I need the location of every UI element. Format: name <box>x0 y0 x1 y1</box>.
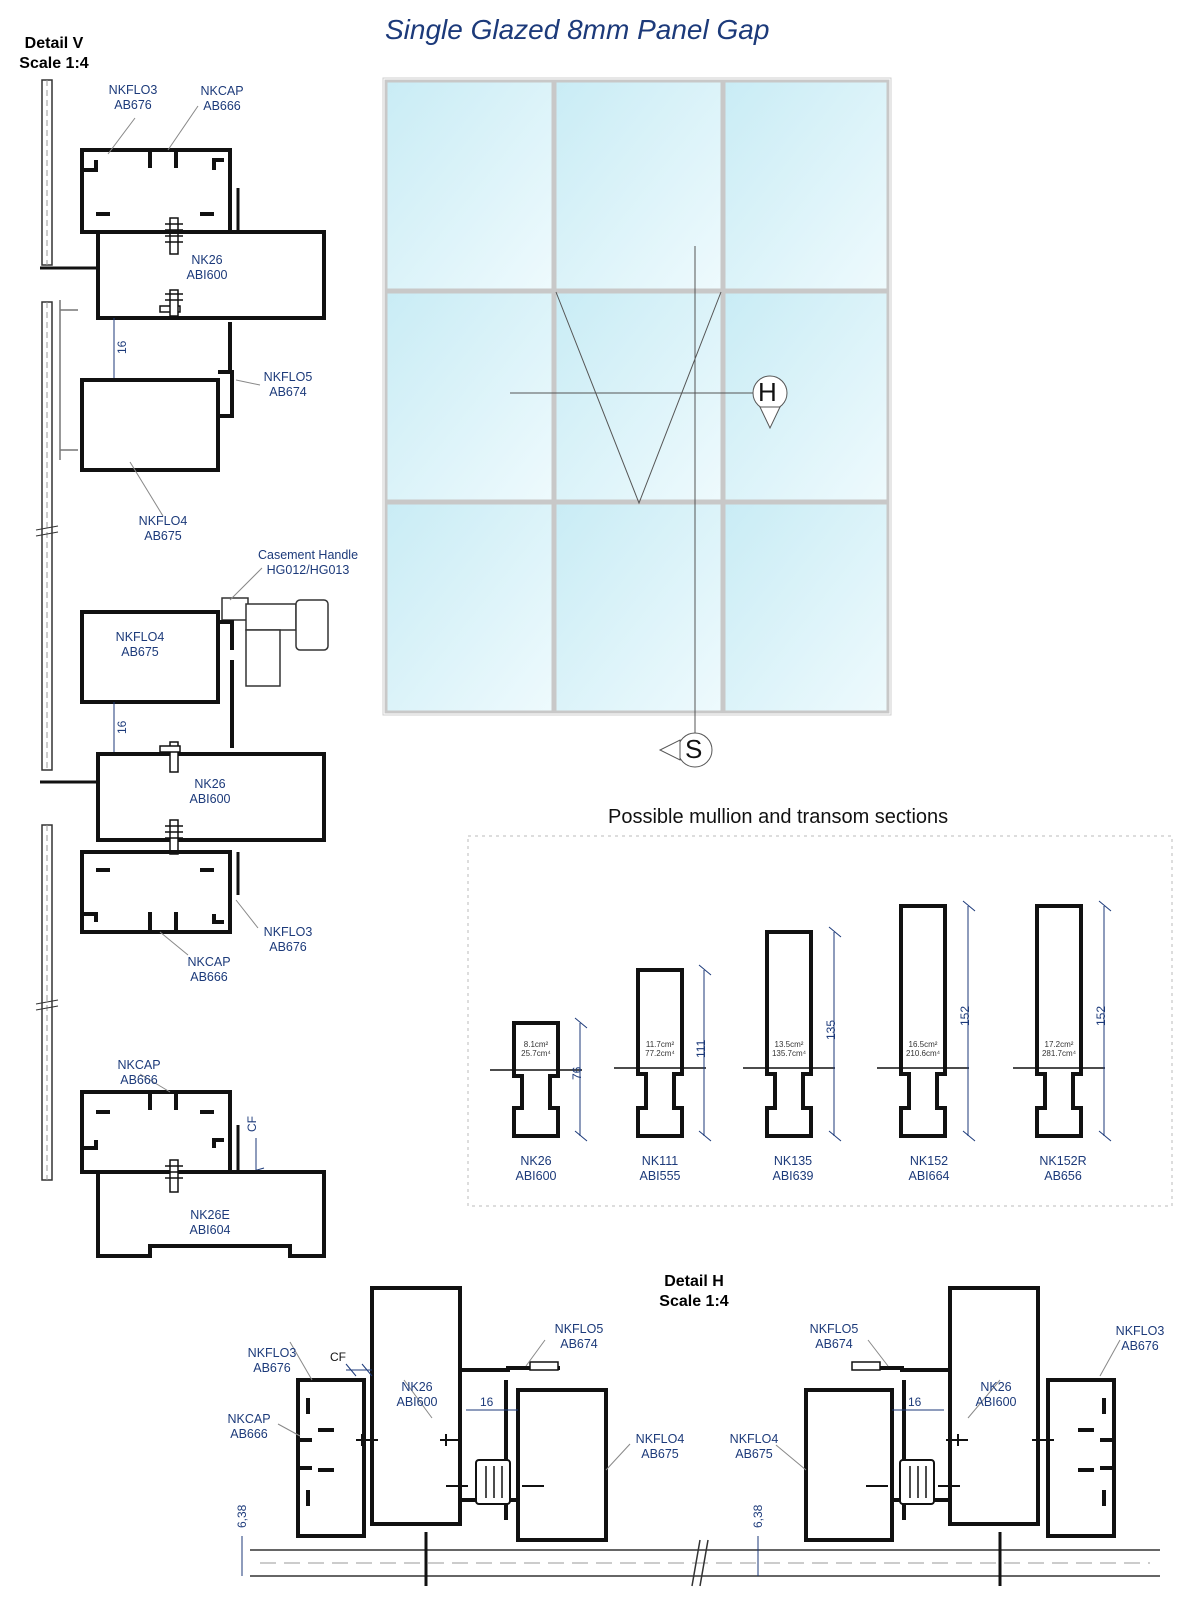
svg-text:6,38: 6,38 <box>751 1504 765 1528</box>
svg-text:16: 16 <box>480 1395 494 1409</box>
svg-text:11.7cm²: 11.7cm² <box>646 1040 675 1049</box>
detail-v-heading: Detail V Scale 1:4 <box>8 34 100 74</box>
detail-v-title: Detail V <box>24 35 84 52</box>
detail-h-title: Detail H <box>664 1273 724 1290</box>
svg-text:77.2cm⁴: 77.2cm⁴ <box>645 1049 675 1058</box>
section-marker-h: H <box>758 377 777 407</box>
section-marker-s: S <box>685 734 703 764</box>
svg-text:152: 152 <box>958 1006 972 1026</box>
leader-lines <box>107 105 1121 1471</box>
svg-text:16: 16 <box>115 340 129 354</box>
detail-h-drawing: 16 16 6,38 6,38 <box>235 1286 1160 1587</box>
svg-text:16: 16 <box>908 1395 922 1409</box>
detail-v-scale: Scale 1:4 <box>19 55 89 72</box>
svg-text:8.1cm²: 8.1cm² <box>524 1040 549 1049</box>
cf-dimension: CF <box>330 1350 346 1364</box>
page-title: Single Glazed 8mm Panel Gap <box>385 14 770 45</box>
sections-title: Possible mullion and transom sections <box>608 806 949 828</box>
svg-text:6,38: 6,38 <box>235 1504 249 1528</box>
svg-text:16.5cm²: 16.5cm² <box>909 1040 938 1049</box>
svg-text:152: 152 <box>1094 1006 1108 1026</box>
sections-drawing: 76 8.1cm² 25.7cm⁴ 111 11.7cm² 77.2cm⁴ 13… <box>467 835 1173 1207</box>
svg-text:281.7cm⁴: 281.7cm⁴ <box>1042 1049 1077 1058</box>
svg-text:17.2cm²: 17.2cm² <box>1045 1040 1074 1049</box>
elevation-drawing <box>382 77 892 768</box>
svg-text:CF: CF <box>245 1116 259 1132</box>
svg-text:210.6cm⁴: 210.6cm⁴ <box>906 1049 941 1058</box>
detail-v-drawing: 16 16 CF <box>35 79 329 1258</box>
svg-text:135: 135 <box>824 1020 838 1040</box>
svg-text:76: 76 <box>570 1066 584 1080</box>
detail-h-scale: Scale 1:4 <box>659 1293 729 1310</box>
svg-text:111: 111 <box>694 1039 708 1058</box>
svg-text:25.7cm⁴: 25.7cm⁴ <box>521 1049 551 1058</box>
svg-text:16: 16 <box>115 720 129 734</box>
svg-text:13.5cm²: 13.5cm² <box>775 1040 804 1049</box>
svg-text:135.7cm⁴: 135.7cm⁴ <box>772 1049 807 1058</box>
detail-h-heading: Detail H Scale 1:4 <box>644 1272 744 1312</box>
